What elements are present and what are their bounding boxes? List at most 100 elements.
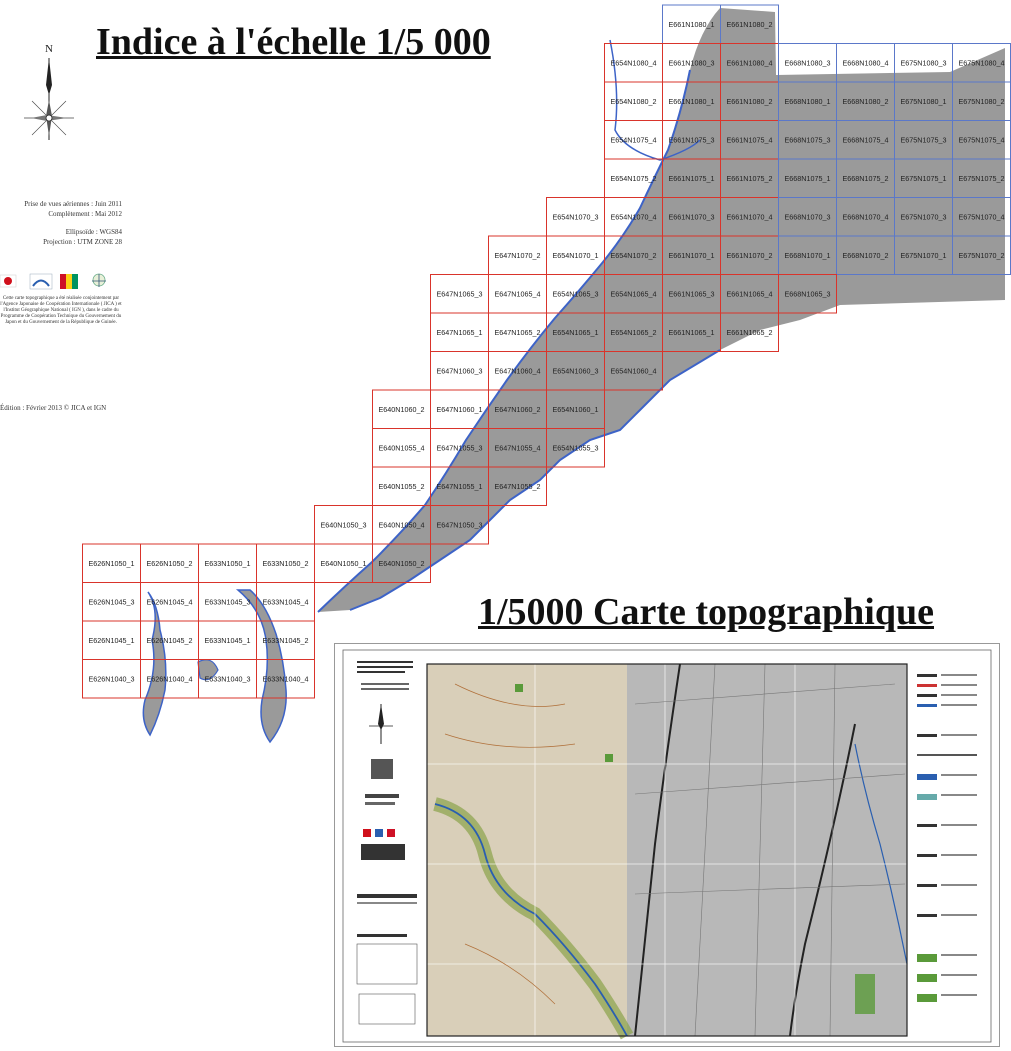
guinea-flag-icon [60,274,78,289]
grid-cell-label: E647N1065_1 [437,328,483,337]
grid-cell-label: E647N1055_2 [495,482,541,491]
grid-cell-label: E654N1070_1 [553,251,599,260]
grid-cell-label: E654N1065_3 [553,289,599,298]
north-label: N [45,43,53,55]
meta-line-ellipsoid: Ellipsoïde : WGS84 [65,228,122,236]
grid-cell-label: E640N1060_2 [379,405,425,414]
grid-cell-label: E675N1075_2 [959,174,1005,183]
grid-cell-label: E647N1055_1 [437,482,483,491]
grid-cell-label: E647N1065_2 [495,328,541,337]
grid-cell-label: E647N1055_4 [495,443,541,452]
grid-cell-label: E661N1070_4 [727,212,773,221]
grid-cell [488,466,547,506]
grid-cell-label: E654N1080_4 [611,58,657,67]
grid-cell-label: E633N1040_3 [205,674,251,683]
grid-cell-label: E661N1080_1 [669,97,715,106]
grid-cell-label: E675N1080_2 [959,97,1005,106]
grid-cell-label: E654N1070_2 [611,251,657,260]
grid-cell-label: E626N1050_1 [89,559,135,568]
grid-cell-label: E675N1080_4 [959,58,1005,67]
grid-cell-label: E668N1075_4 [843,135,889,144]
edition-note: Édition : Février 2013 © JICA et IGN [0,404,107,412]
grid-cell-label: E668N1070_2 [843,251,889,260]
grid-cell-label: E675N1075_3 [901,135,947,144]
grid-cell-label: E626N1050_2 [147,559,193,568]
grid-cell-label: E675N1070_4 [959,212,1005,221]
grid-cell-label: E626N1040_4 [147,674,193,683]
grid-cell-label: E633N1050_2 [263,559,309,568]
grid-cell-label: E661N1070_1 [669,251,715,260]
grid-cell-label: E640N1055_4 [379,443,425,452]
meta-line-projection: Projection : UTM ZONE 28 [43,238,122,246]
grid-cell-label: E654N1070_3 [553,212,599,221]
grid-cell-label: E668N1070_1 [785,251,831,260]
grid-cell-label: E654N1055_3 [553,443,599,452]
grid-cell-label: E668N1065_3 [785,289,831,298]
grid-cell-label: E661N1080_2 [727,97,773,106]
meta-line-photo: Prise de vues aériennes : Juin 2011 [24,200,122,208]
grid-cell-label: E661N1080_3 [669,58,715,67]
grid-cell-label: E661N1065_1 [669,328,715,337]
grid-cell-label: E661N1065_4 [727,289,773,298]
grid-cell-label: E626N1045_2 [147,636,193,645]
grid-cell-label: E661N1075_2 [727,174,773,183]
index-map-title: Indice à l'échelle 1/5 000 [96,21,491,63]
grid-cell-label: E654N1075_2 [611,174,657,183]
grid-cell-label: E640N1055_2 [379,482,425,491]
grid-cell-label: E661N1080_2 [727,20,773,29]
grid-cell-label: E626N1045_4 [147,597,193,606]
grid-cell-label: E647N1065_4 [495,289,541,298]
grid-cell-label: E654N1065_2 [611,328,657,337]
cooperation-note: Cette carte topographique a été réalisée… [0,296,122,325]
compass-rose-icon: N [24,43,74,140]
grid-cell-label: E654N1075_4 [611,135,657,144]
grid-cell-label: E654N1060_4 [611,366,657,375]
grid-cell-label: E633N1045_2 [263,636,309,645]
grid-cell-label: E633N1045_4 [263,597,309,606]
grid-cell-label: E647N1065_3 [437,289,483,298]
grid-cell [372,543,431,583]
grid-cell-label: E661N1075_4 [727,135,773,144]
grid-cell-label: E668N1080_2 [843,97,889,106]
topo-map-frame [426,663,908,1040]
grid-cell-label: E675N1070_2 [959,251,1005,260]
grid-cell-label: E626N1045_3 [89,597,135,606]
grid-cell-label: E647N1060_2 [495,405,541,414]
grid-cell-label: E633N1040_4 [263,674,309,683]
grid-cell-label: E661N1070_3 [669,212,715,221]
grid-cell [430,505,489,545]
grid-cell-label: E647N1060_4 [495,366,541,375]
grid-cell-label: E668N1070_3 [785,212,831,221]
grid-cell-label: E654N1065_4 [611,289,657,298]
grid-cell-label: E654N1065_1 [553,328,599,337]
grid-cell-label: E661N1075_3 [669,135,715,144]
grid-cell-label: E675N1070_1 [901,251,947,260]
grid-cell-label: E647N1055_3 [437,443,483,452]
grid-cell-label: E668N1075_2 [843,174,889,183]
topo-legend-panel [913,668,983,1028]
grid-cell [720,312,779,352]
topo-map-title: 1/5000 Carte topographique [478,591,934,633]
grid-cell [546,428,605,468]
grid-cell-label: E661N1075_1 [669,174,715,183]
grid-cell [256,659,315,699]
grid-cell-label: E647N1050_3 [437,520,483,529]
topographic-map-sheet [334,643,1000,1047]
grid-cell-label: E626N1045_1 [89,636,135,645]
grid-cell-label: E675N1080_1 [901,97,947,106]
grid-cell-label: E640N1050_4 [379,520,425,529]
grid-cell-label: E675N1075_4 [959,135,1005,144]
grid-cell-label: E661N1070_2 [727,251,773,260]
jica-logo-icon [29,273,53,290]
grid-cell-label: E675N1075_1 [901,174,947,183]
grid-cell-label: E661N1065_3 [669,289,715,298]
grid-cell-label: E661N1080_1 [669,20,715,29]
grid-cell-label: E668N1080_1 [785,97,831,106]
grid-cell-label: E661N1080_4 [727,58,773,67]
grid-cell-label: E668N1080_3 [785,58,831,67]
grid-cell-label: E640N1050_2 [379,559,425,568]
grid-cell-label: E668N1080_4 [843,58,889,67]
grid-cell-label: E633N1050_1 [205,559,251,568]
grid-cell-label: E661N1065_2 [727,328,773,337]
